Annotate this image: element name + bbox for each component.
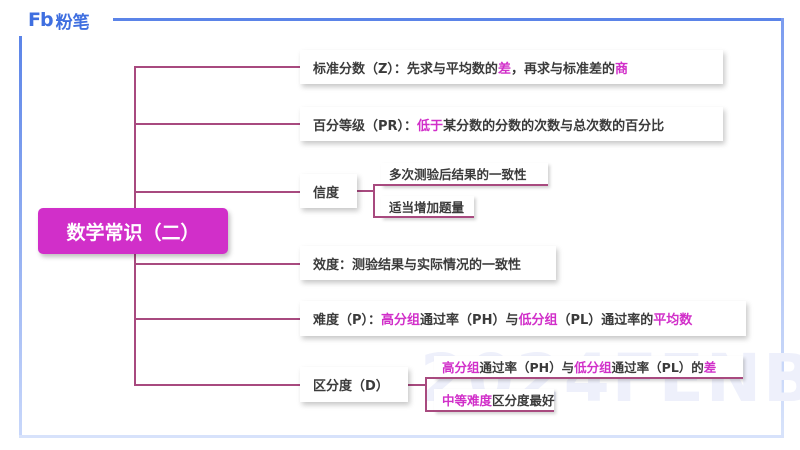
text: 标准分数（Z）：先求与平均数的: [313, 61, 498, 77]
highlighted-text: 差: [497, 61, 511, 77]
node-z-score: 标准分数（Z）：先求与平均数的差，再求与标准差的商: [300, 50, 723, 84]
frame-left-border: [19, 36, 22, 438]
root-node: 数学常识（二）: [38, 208, 228, 254]
connector-reliability-branch: [373, 184, 375, 218]
frame-bottom-border: [19, 435, 784, 438]
connector-z: [134, 66, 300, 68]
node-validity: 效度：测验结果与实际情况的一致性: [300, 246, 556, 280]
text: 区分度最好: [492, 393, 555, 408]
text: 多次测验后结果的一致性: [389, 167, 527, 182]
highlighted-text: 低分组: [518, 313, 558, 328]
text: 百分等级（PR）：: [313, 118, 418, 134]
connector-reliability: [134, 191, 300, 193]
connector-reliability-out: [357, 190, 374, 192]
highlighted-text: 中等难度: [442, 393, 493, 408]
connector-pr: [134, 123, 300, 125]
connector-discrimination: [134, 384, 300, 386]
node-percentile-rank: 百分等级（PR）：低于某分数的分数的次数与总次数的百分比: [300, 107, 723, 141]
text: 效度：测验结果与实际情况的一致性: [313, 257, 522, 273]
frame-right-border: [781, 18, 784, 438]
frame-top-border: [113, 18, 784, 21]
highlighted-text: 差: [703, 360, 717, 375]
highlighted-text: 高分组: [442, 360, 480, 375]
highlighted-text: 商: [614, 61, 628, 77]
highlighted-text: 低分组: [574, 360, 612, 375]
node-difficulty: 难度（P）：高分组通过率（PH）与低分组（PL）通过率的平均数: [300, 301, 746, 336]
text: ，再求与标准差的: [510, 61, 615, 77]
brand-name: 粉笔: [55, 12, 90, 33]
text: 通过率（PL）的: [611, 360, 704, 375]
highlighted-text: 平均数: [653, 313, 693, 328]
discrimination-child-difference: 高分组通过率（PH）与低分组通过率（PL）的差: [434, 356, 743, 379]
connector-discrimination-branch: [425, 377, 427, 412]
connector-discrimination-out: [408, 384, 426, 386]
text: 适当增加题量: [389, 199, 465, 215]
highlighted-text: 低于: [417, 118, 444, 134]
text: （PL）通过率的: [557, 313, 654, 328]
text: 难度（P）：: [313, 313, 382, 328]
reliability-child-more-items: 适当增加题量: [381, 196, 474, 218]
text: 某分数的分数的次数与总次数的百分比: [443, 118, 665, 134]
connector-validity: [134, 263, 300, 265]
connector-difficulty: [134, 318, 300, 320]
discrimination-child-medium-difficulty: 中等难度区分度最好: [434, 389, 555, 412]
text: 通过率（PH）与: [479, 360, 575, 375]
node-discrimination: 区分度（D）: [300, 367, 408, 402]
highlighted-text: 高分组: [381, 313, 421, 328]
fenbi-logo: Fb 粉笔: [28, 8, 90, 33]
text: 通过率（PH）与: [420, 313, 519, 328]
node-reliability: 信度: [300, 174, 357, 208]
reliability-child-consistency: 多次测验后结果的一致性: [381, 163, 548, 186]
fenbi-logo-icon: Fb: [28, 9, 54, 31]
